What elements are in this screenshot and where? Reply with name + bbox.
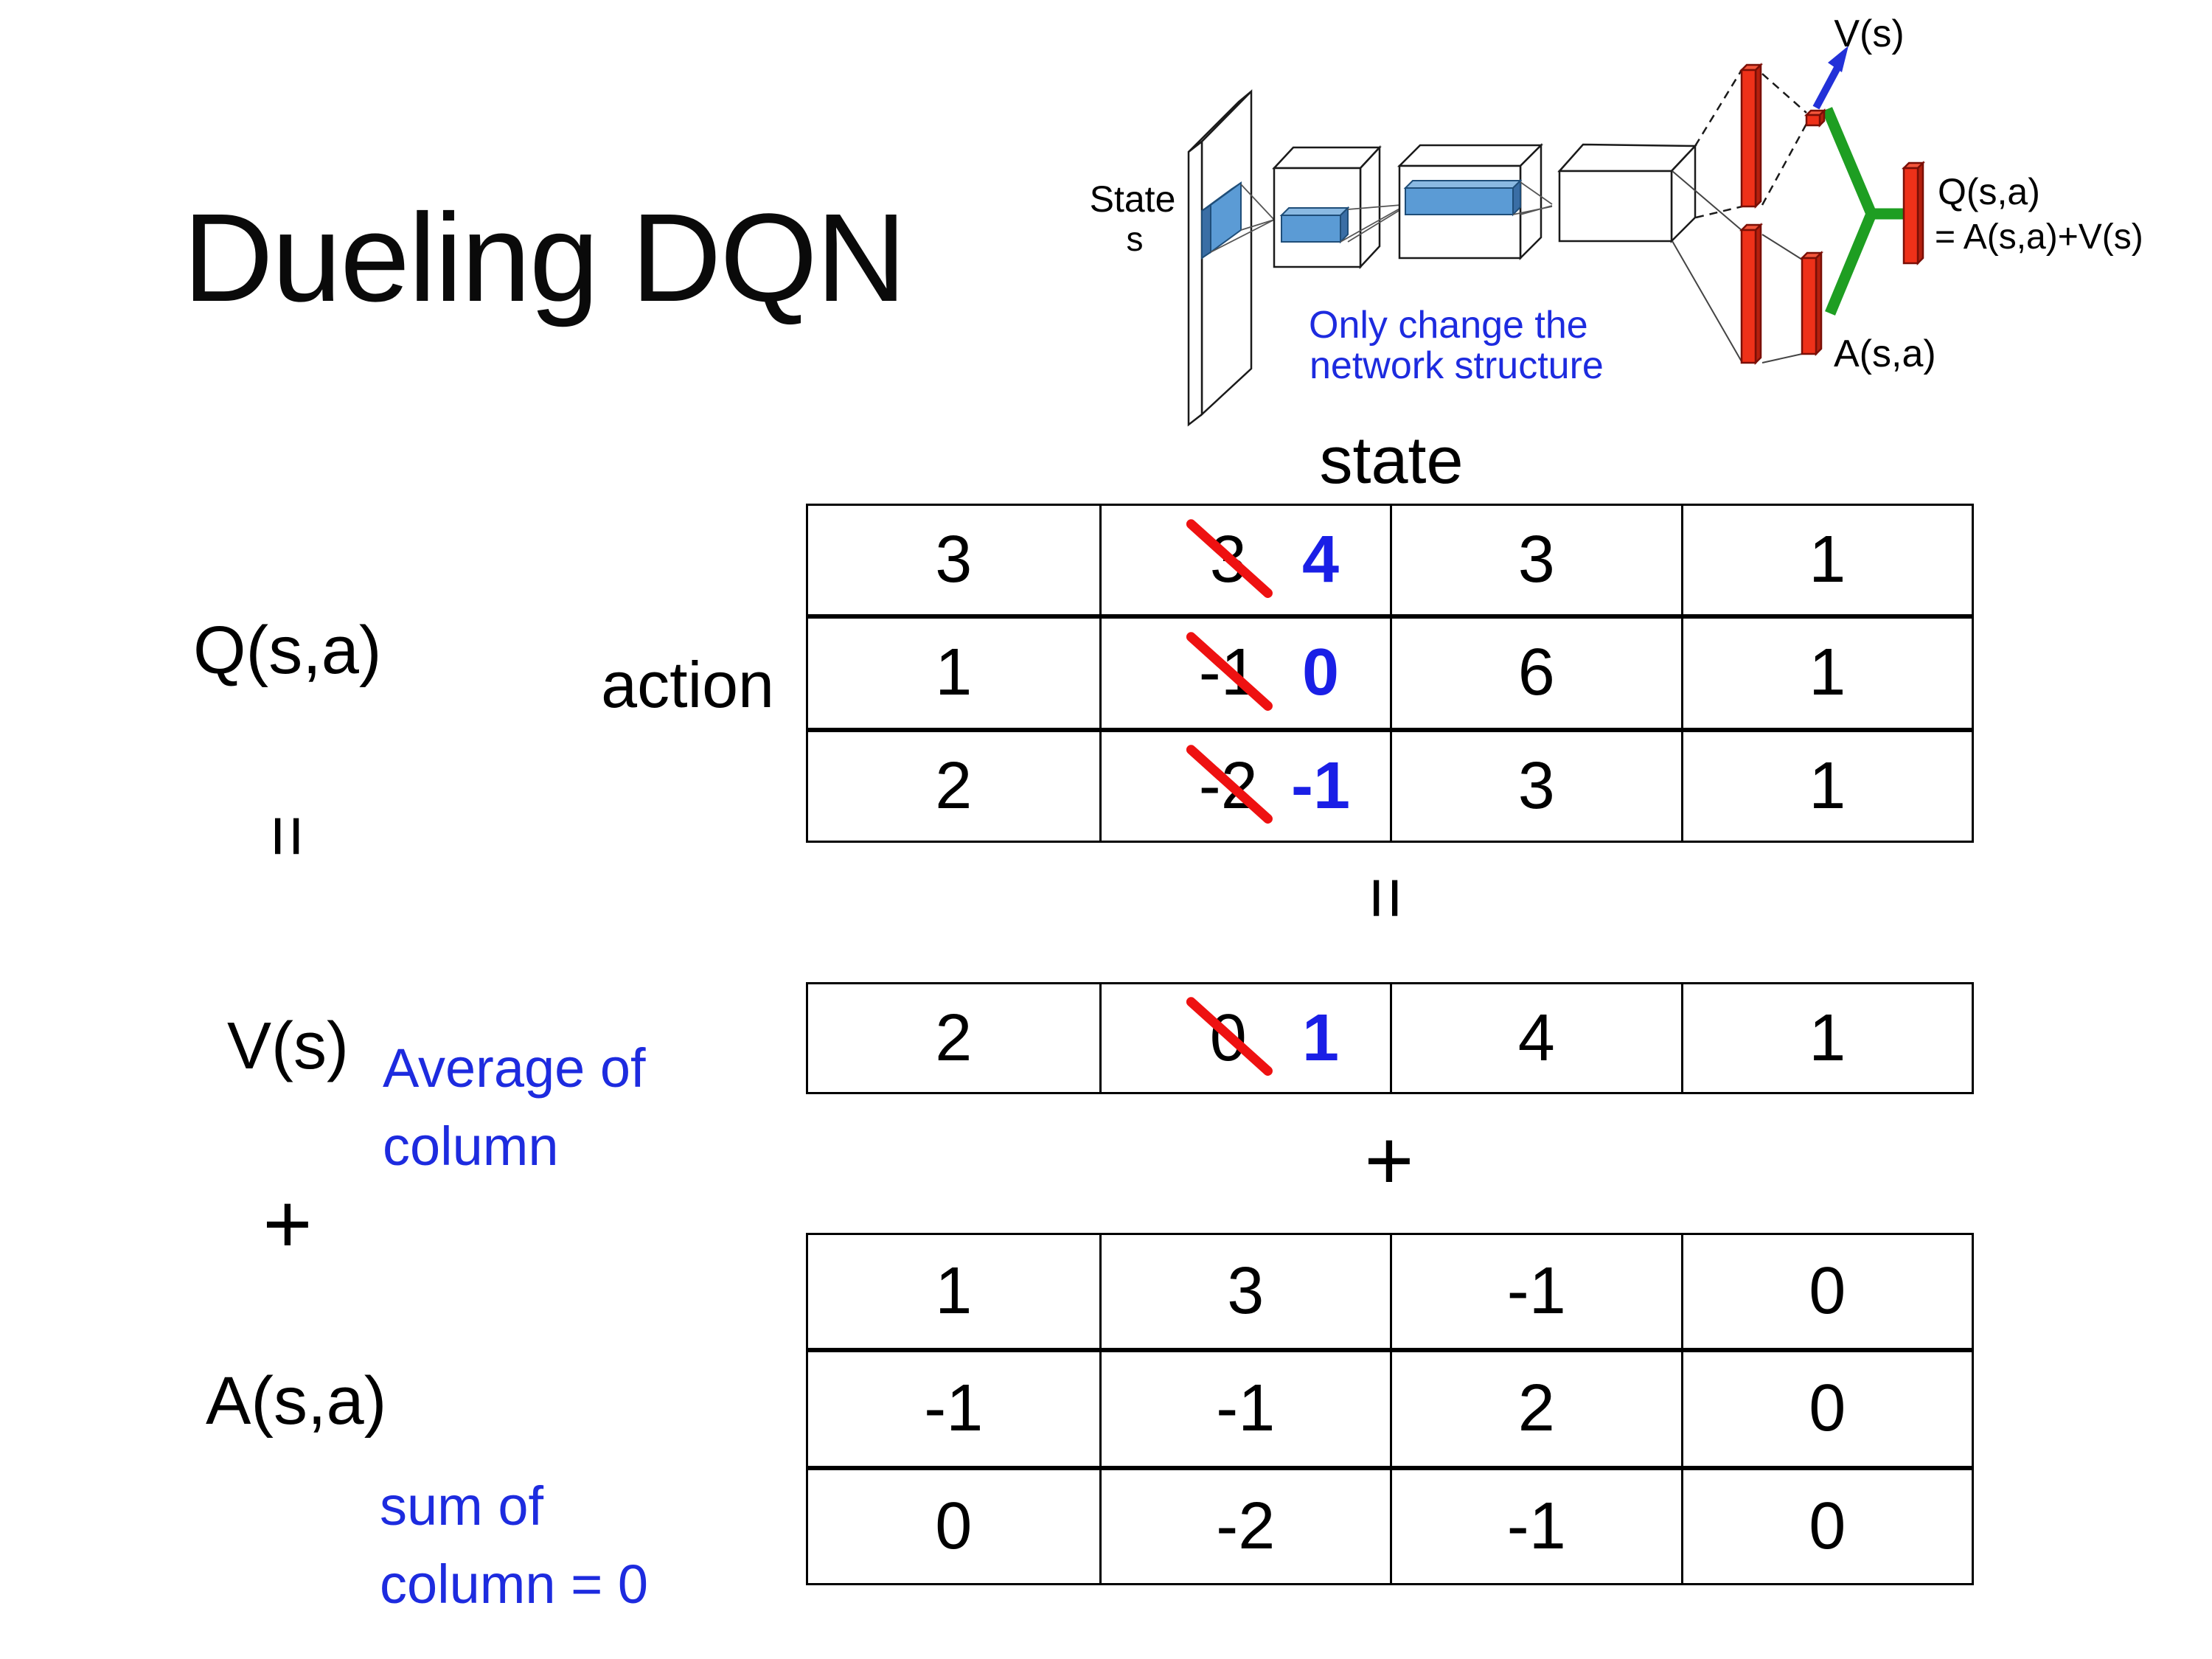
- q-term-label: Q(s,a): [193, 613, 382, 688]
- feature-slab-2: [1403, 178, 1523, 217]
- sum-of-column-note: sum of column = 0: [380, 1467, 648, 1624]
- table-row: -1 -1 2 0: [808, 1348, 1972, 1466]
- a-term-label: A(s,a): [206, 1363, 387, 1439]
- hidden-bar-bottom: [1739, 222, 1764, 366]
- value-node: [1804, 108, 1827, 128]
- v-table-cell-corrected: 0 1: [1099, 984, 1391, 1092]
- new-value: 4: [1302, 523, 1340, 597]
- v-term-label: V(s): [227, 1009, 349, 1083]
- average-of-column-note: Average of column: [383, 1029, 646, 1186]
- q-table-cell: 1: [1680, 731, 1972, 841]
- a-table-cell: -1: [1390, 1470, 1681, 1583]
- a-table-cell: -1: [1099, 1352, 1391, 1466]
- q-table-cell: 1: [1680, 619, 1972, 728]
- diagram-q-label-line2: = A(s,a)+V(s): [1935, 218, 2143, 257]
- value-stream-dashed-lines: [1694, 69, 1808, 219]
- aggregation-link: [1822, 107, 1904, 316]
- table-row: 0 -2 -1 0: [808, 1465, 1972, 1583]
- sum-note-line2: column = 0: [380, 1554, 649, 1615]
- diagram-v-label: V(s): [1834, 13, 1904, 55]
- v-table-cell: 2: [935, 1001, 973, 1075]
- conv-lines-1: [1210, 184, 1275, 253]
- a-table-cell: -1: [1390, 1235, 1681, 1349]
- state-axis-label: state: [1319, 424, 1464, 498]
- page-title: Dueling DQN: [183, 188, 906, 328]
- table-row: 2 0 1 4 1: [808, 984, 1972, 1092]
- v-values-table: 2 0 1 4 1: [806, 982, 1974, 1094]
- conv-lines-2: [1340, 204, 1402, 243]
- diagram-q-label-line1: Q(s,a): [1938, 171, 2040, 212]
- input-plane-shape: [1187, 88, 1253, 427]
- a-table-cell: 0: [1680, 1235, 1972, 1349]
- q-table-cell-corrected: -2 -1: [1099, 731, 1391, 841]
- v-table-cell: 1: [1680, 984, 1972, 1092]
- q-table-cell: 3: [935, 523, 973, 597]
- value-arrow: [1812, 46, 1848, 110]
- equals-rotated-left: =: [246, 814, 330, 858]
- average-note-line1: Average of: [383, 1037, 646, 1099]
- feature-slab-1: [1279, 206, 1350, 244]
- conv-box-2: [1397, 142, 1544, 261]
- a-table-cell: -1: [924, 1371, 984, 1446]
- q-table-cell: 2: [935, 748, 973, 823]
- a-table-cell: 0: [935, 1489, 973, 1563]
- network-diagram: State s V(s) Q(s,a) = A(s,a)+V(s) A(s,a)…: [1090, 13, 2143, 427]
- table-row: 1 3 -1 0: [808, 1235, 1972, 1349]
- q-output-bar: [1901, 160, 1926, 266]
- hidden-bar-top: [1739, 62, 1764, 209]
- q-table-cell-corrected: -1 0: [1099, 619, 1391, 728]
- fc-box: [1557, 143, 1697, 244]
- diagram-note-line2: network structure: [1310, 344, 1604, 387]
- q-table-cell-corrected: 3 4: [1099, 506, 1391, 615]
- new-value: -1: [1291, 748, 1351, 823]
- advantage-bar: [1799, 250, 1824, 357]
- plus-sign-left: +: [262, 1177, 313, 1271]
- table-row: 2 -2 -1 3 1: [808, 727, 1972, 841]
- plus-sign-mid: +: [1364, 1113, 1414, 1208]
- q-table-cell: 6: [1390, 619, 1681, 728]
- advantage-stream-lines: [1672, 170, 1803, 364]
- a-table-cell: 1: [935, 1254, 973, 1329]
- new-value: 1: [1302, 1001, 1340, 1075]
- a-values-table: 1 3 -1 0 -1 -1 2 0 0 -2 -1 0: [806, 1233, 1974, 1585]
- q-values-table: 3 3 4 3 1 1 -1 0 6 1 2 -2 -1: [806, 504, 1974, 843]
- q-table-cell: 1: [935, 636, 973, 710]
- action-axis-label: action: [601, 648, 774, 721]
- diagram-note-line1: Only change the: [1309, 304, 1588, 347]
- conv-lines-3: [1512, 181, 1553, 215]
- a-table-cell: 2: [1390, 1352, 1681, 1466]
- a-table-cell: 0: [1680, 1352, 1972, 1466]
- q-table-cell: 3: [1390, 506, 1681, 615]
- a-table-cell: -2: [1099, 1470, 1391, 1583]
- input-patch-shape: [1201, 181, 1242, 260]
- diagram-state-label: State: [1090, 178, 1176, 220]
- sum-note-line1: sum of: [380, 1475, 544, 1537]
- new-value: 0: [1302, 636, 1340, 710]
- average-note-line2: column: [383, 1116, 559, 1177]
- v-table-cell: 4: [1390, 984, 1681, 1092]
- diagram-state-s-label: s: [1127, 220, 1144, 258]
- equals-rotated-mid: =: [1345, 876, 1428, 920]
- a-table-cell: 0: [1680, 1470, 1972, 1583]
- q-table-cell: 1: [1680, 506, 1972, 615]
- a-table-cell: 3: [1099, 1235, 1391, 1349]
- conv-box-1: [1272, 145, 1382, 270]
- diagram-a-label: A(s,a): [1834, 333, 1936, 375]
- q-table-cell: 3: [1390, 731, 1681, 841]
- table-row: 1 -1 0 6 1: [808, 614, 1972, 728]
- table-row: 3 3 4 3 1: [808, 506, 1972, 615]
